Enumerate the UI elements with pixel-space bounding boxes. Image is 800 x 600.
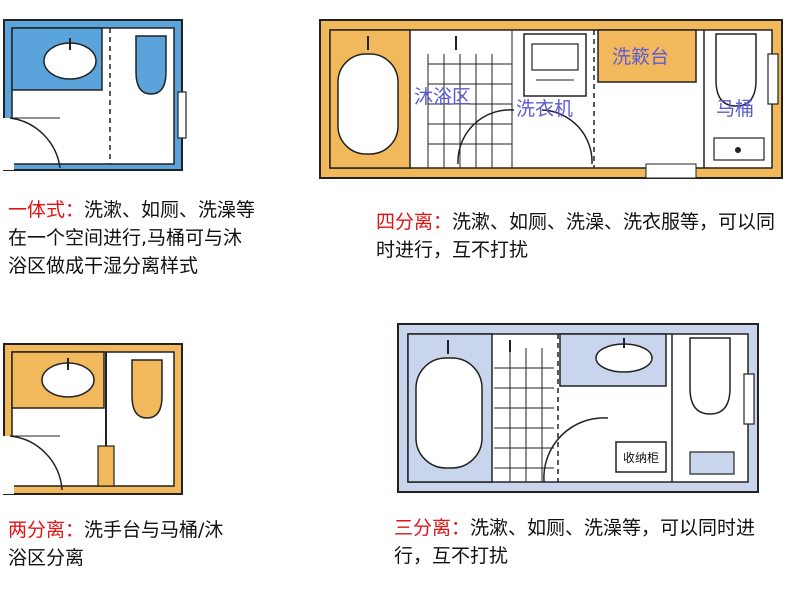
two-separation-floor-plan bbox=[0, 343, 183, 495]
sink-counter bbox=[597, 29, 697, 83]
four-sep-caption: 四分离：洗漱、如厕、洗澡、洗衣服等，可以同时进行，互不打扰 bbox=[376, 208, 776, 264]
shower-tiles bbox=[427, 30, 513, 168]
one-piece-floor-plan bbox=[0, 19, 187, 171]
four-sep-caption-highlight: 四分离： bbox=[376, 211, 453, 233]
toilet bbox=[131, 359, 163, 419]
toilet bbox=[689, 337, 731, 415]
sink-basin bbox=[595, 343, 653, 373]
sink-label: 洗簌台 bbox=[612, 46, 670, 68]
three-sep-caption: 三分离：洗漱、如厕、洗澡等，可以同时进行，互不打扰 bbox=[394, 514, 784, 570]
toilet bbox=[135, 35, 167, 95]
one-piece-caption-highlight: 一体式： bbox=[8, 199, 85, 221]
washing-machine-label: 洗衣机 bbox=[516, 98, 574, 120]
one-piece-caption-text: 洗漱、如厕、洗澡等在一个空间进行,马桶可与沐浴区做成干湿分离样式 bbox=[8, 199, 256, 277]
toilet-label: 马桶 bbox=[716, 98, 755, 120]
three-sep-caption-text: 洗漱、如厕、洗澡等，可以同时进行，互不打扰 bbox=[394, 517, 756, 567]
shower-area-label: 沐浴区 bbox=[414, 86, 472, 108]
four-sep-caption-text: 洗漱、如厕、洗澡、洗衣服等，可以同时进行，互不打扰 bbox=[376, 211, 776, 261]
bathtub bbox=[415, 357, 483, 469]
bathtub bbox=[337, 53, 399, 155]
storage-cabinet bbox=[615, 441, 667, 473]
one-piece-caption: 一体式：洗漱、如厕、洗澡等在一个空间进行,马桶可与沐浴区做成干湿分离样式 bbox=[8, 196, 258, 280]
three-separation-floor-plan: 收纳柜 bbox=[397, 323, 759, 493]
toilet bbox=[715, 33, 757, 107]
storage-cabinet-label: 收纳柜 bbox=[623, 451, 659, 465]
four-separation-floor-plan bbox=[319, 19, 783, 179]
two-sep-caption: 两分离：洗手台与马桶/沐浴区分离 bbox=[8, 516, 238, 572]
two-sep-caption-highlight: 两分离： bbox=[8, 519, 85, 541]
two-sep-caption-text: 洗手台与马桶/沐浴区分离 bbox=[8, 519, 224, 569]
three-sep-caption-highlight: 三分离： bbox=[394, 517, 471, 539]
shower-tiles bbox=[494, 348, 554, 482]
